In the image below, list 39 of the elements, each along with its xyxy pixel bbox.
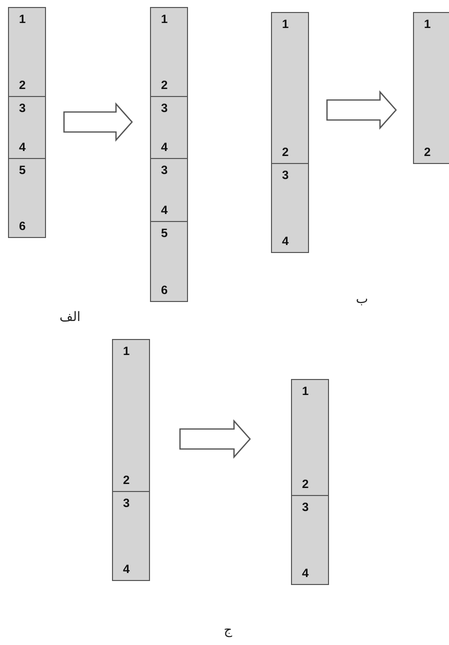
chromosome-bar	[150, 7, 188, 302]
segment-number: 5	[19, 164, 26, 177]
segment-number: 4	[161, 204, 168, 217]
block-arrow	[326, 90, 397, 130]
panel-label: ج	[224, 623, 232, 639]
segment-number: 3	[302, 501, 309, 514]
segment-number: 2	[123, 474, 130, 487]
segment-number: 6	[161, 284, 168, 297]
segment-number: 1	[424, 18, 431, 31]
segment-number: 4	[302, 567, 309, 580]
segment-number: 1	[282, 18, 289, 31]
segment-number: 4	[161, 141, 168, 154]
segment-number: 1	[19, 13, 26, 26]
segment-number: 4	[19, 141, 26, 154]
segment-number: 4	[282, 235, 289, 248]
segment-number: 3	[282, 169, 289, 182]
segment-number: 2	[302, 478, 309, 491]
block-arrow	[63, 102, 133, 142]
segment-number: 3	[19, 102, 26, 115]
segment-number: 3	[161, 164, 168, 177]
segment-number: 1	[302, 385, 309, 398]
segment-number: 2	[282, 146, 289, 159]
panel-label: الف	[59, 310, 81, 326]
chromosome-bar	[291, 379, 329, 585]
segment-number: 4	[123, 563, 130, 576]
segment-number: 2	[161, 79, 168, 92]
segment-number: 3	[161, 102, 168, 115]
chromosome-bar	[8, 7, 46, 238]
chromosome-bar	[271, 12, 309, 253]
segment-number: 1	[123, 345, 130, 358]
block-arrow	[179, 419, 251, 459]
panel-label: ب	[356, 292, 368, 308]
segment-number: 3	[123, 497, 130, 510]
segment-number: 6	[19, 220, 26, 233]
segment-number: 2	[424, 146, 431, 159]
segment-number: 1	[161, 13, 168, 26]
chromosome-bar	[112, 339, 150, 581]
segment-number: 5	[161, 227, 168, 240]
segment-number: 2	[19, 79, 26, 92]
